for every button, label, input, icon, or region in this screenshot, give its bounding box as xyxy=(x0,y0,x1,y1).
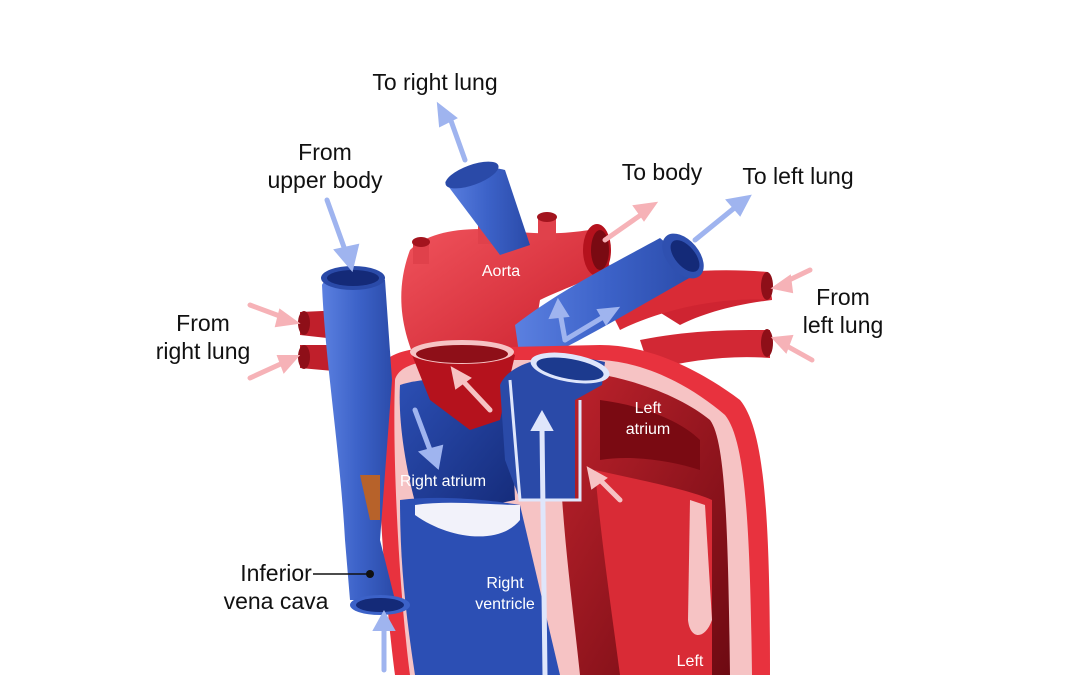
arrow-to-right-lung xyxy=(447,115,468,163)
arrow-from-left-lung-2 xyxy=(782,342,815,363)
label-left-atrium-line1: Left xyxy=(635,400,662,417)
arrow-up-right-ventricle xyxy=(539,425,548,678)
label-from-right-lung-line1: From xyxy=(176,310,230,336)
label-from-upper-body-line1: From xyxy=(298,139,352,165)
vena-cava xyxy=(321,266,410,615)
aorta xyxy=(401,212,611,370)
label-left-atrium-line2: atrium xyxy=(626,421,670,438)
label-from-upper-body-line2: upper body xyxy=(267,167,383,193)
label-to-right-lung: To right lung xyxy=(372,69,497,95)
arrow-to-left-lung xyxy=(692,202,741,243)
pulmonary-artery-right xyxy=(445,161,530,255)
arrow-from-upper-body xyxy=(324,197,348,253)
arrow-pulmonary-split-2 xyxy=(562,313,608,343)
left-chambers xyxy=(559,370,730,675)
arrow-to-body xyxy=(602,209,648,243)
label-to-left-lung: To left lung xyxy=(742,163,853,189)
arrow-from-right-lung-2 xyxy=(247,359,288,381)
label-left-ventricle-line1: Left xyxy=(677,653,704,670)
label-inferior-vena-cava-line1: Inferior xyxy=(240,560,312,586)
flow-arrows xyxy=(247,101,815,678)
label-from-left-lung-line2: left lung xyxy=(803,312,884,338)
leader-dot-inferior-vena-cava xyxy=(366,570,374,578)
label-from-right-lung-line2: right lung xyxy=(156,338,251,364)
label-right-ventricle-line2: ventricle xyxy=(475,596,535,613)
label-aorta: Aorta xyxy=(482,263,520,280)
label-to-body: To body xyxy=(622,159,703,185)
arrow-aortic-outflow xyxy=(457,375,493,413)
pulmonary-trunk-inner xyxy=(500,352,610,502)
label-inferior-vena-cava-line2: vena cava xyxy=(224,588,329,614)
label-right-atrium: Right atrium xyxy=(400,473,486,490)
label-right-ventricle-line1: Right xyxy=(486,575,524,592)
arrow-into-right-atrium xyxy=(412,407,433,453)
label-from-left-lung-line1: From xyxy=(816,284,870,310)
